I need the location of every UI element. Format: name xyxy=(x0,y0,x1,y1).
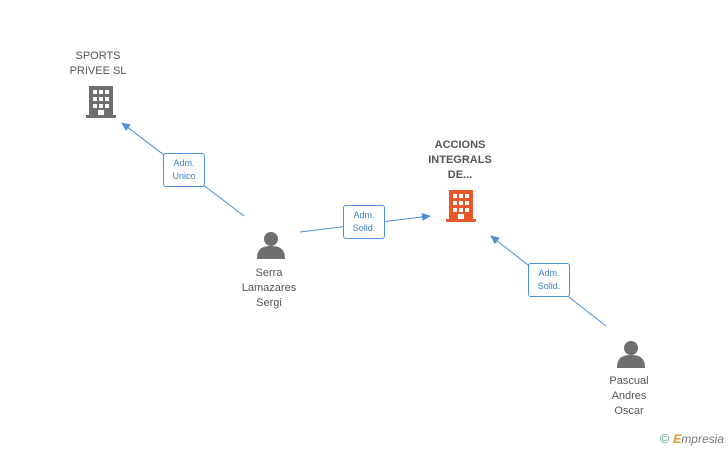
node-label-accions-integrals[interactable]: ACCIONS INTEGRALS DE... xyxy=(428,139,492,181)
watermark-text: mpresia xyxy=(681,432,724,446)
empresia-watermark: ©Empresia xyxy=(660,431,724,446)
person-icon[interactable] xyxy=(617,341,645,368)
edge-label-line2: Unico xyxy=(172,171,196,181)
edge-label-line1: Adm. xyxy=(173,158,195,168)
copyright-icon: © xyxy=(659,431,670,446)
person-icon[interactable] xyxy=(257,232,285,259)
edge-label-line1: Adm. xyxy=(353,210,375,220)
building-icon[interactable] xyxy=(86,86,116,118)
node-label-sports-privee[interactable]: SPORTS PRIVEE SL xyxy=(69,50,127,77)
edge-label-adm-unico: Adm. Unico xyxy=(163,153,205,187)
edge-label-line1: Adm. xyxy=(538,268,560,278)
edge-label-line2: Solid. xyxy=(352,223,376,233)
watermark-initial: E xyxy=(673,432,682,446)
building-icon[interactable] xyxy=(446,190,476,222)
edge-label-adm-solid: Adm. Solid. xyxy=(528,263,570,297)
edge-label-line2: Solid. xyxy=(537,281,561,291)
node-label-pascual-andres[interactable]: Pascual Andres Oscar xyxy=(609,375,649,417)
node-label-serra-lamazares[interactable]: Serra Lamazares Sergi xyxy=(241,267,297,309)
edge-label-adm-solid: Adm. Solid. xyxy=(343,205,385,239)
